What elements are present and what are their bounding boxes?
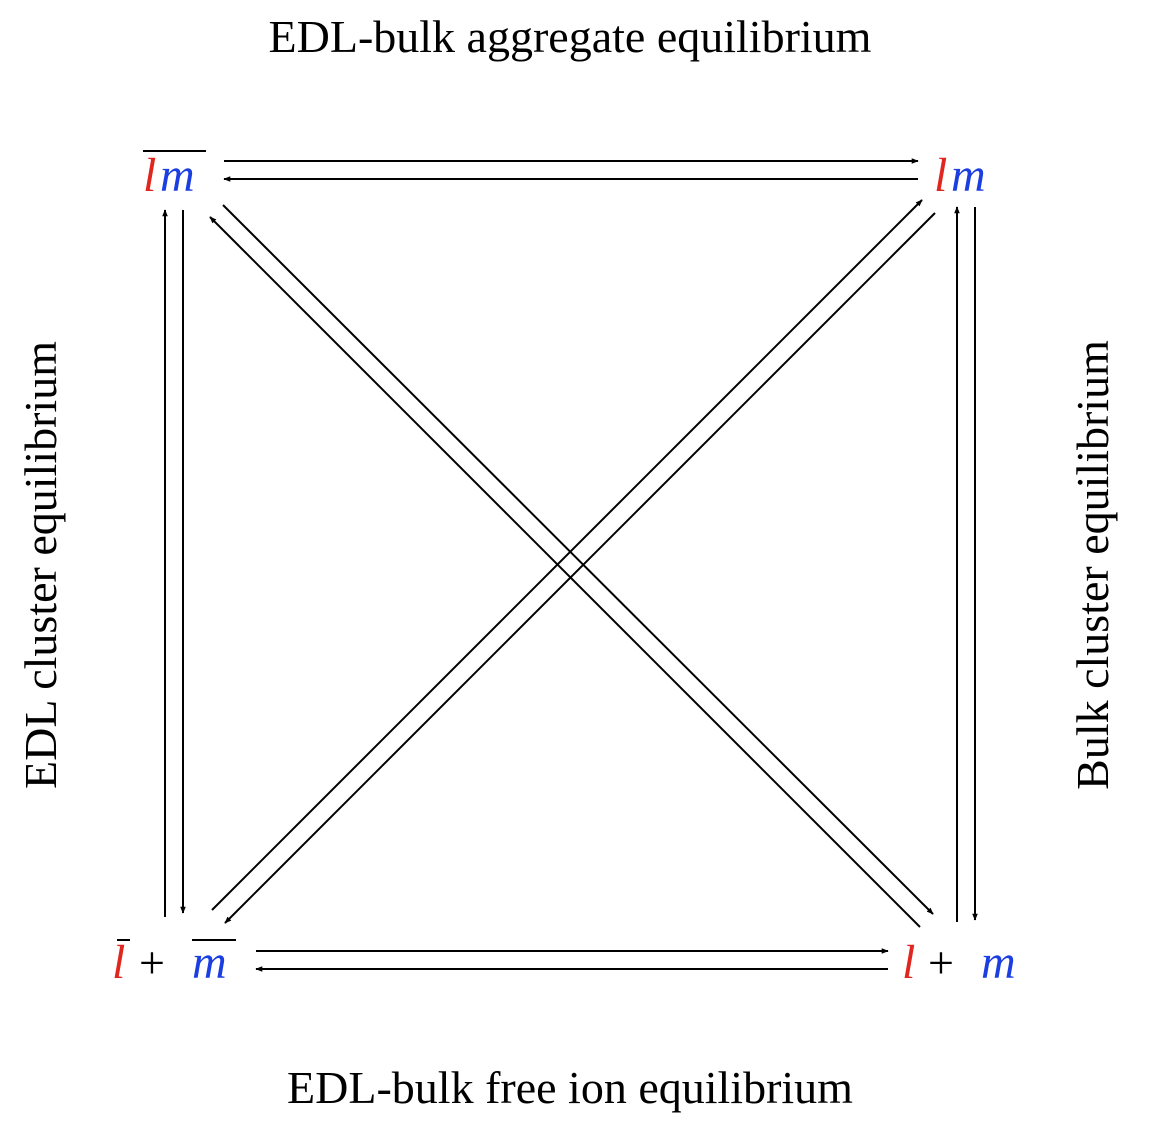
symbol-m: m [981,936,1016,989]
plus-sign: + [139,937,165,988]
symbol-l: l [112,936,125,989]
arrow-diagonal-br-to-tl [209,216,921,928]
left-caption: EDL cluster equilibrium [15,341,66,789]
symbol-m: m [192,936,227,989]
arrow-diagonal-tr-to-bl [224,212,936,924]
bottom-caption: EDL-bulk free ion equilibrium [287,1062,853,1113]
right-caption: Bulk cluster equilibrium [1067,340,1118,790]
arrow-diagonal-bl-to-tr [211,199,923,911]
node-bottom-left: l + m [112,936,236,989]
symbol-l: l [934,149,947,202]
plus-sign: + [928,937,954,988]
symbol-m: m [160,149,195,202]
node-bottom-right: l + m [902,936,1016,989]
node-top-left: l m [143,149,206,202]
symbol-m: m [951,149,986,202]
top-caption: EDL-bulk aggregate equilibrium [269,11,872,62]
symbol-l: l [902,936,915,989]
node-top-right: l m [934,149,986,202]
arrow-diagonal-tl-to-br [222,204,934,915]
symbol-l: l [143,149,156,202]
